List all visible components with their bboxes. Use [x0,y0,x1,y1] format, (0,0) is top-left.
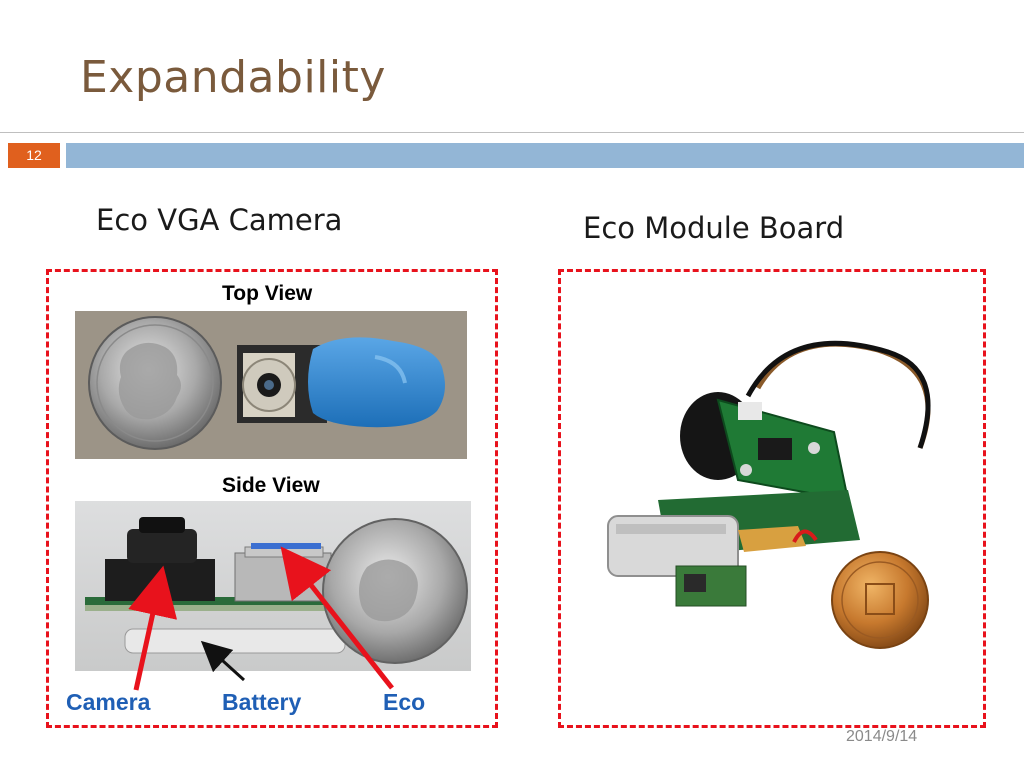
side-view-photo [75,501,471,671]
top-view-label: Top View [222,282,313,305]
eco-module-board-photo [598,330,944,650]
page-number-badge: 12 [8,143,60,168]
caption-eco-vga-camera: Eco VGA Camera [96,203,343,237]
camera-label: Camera [66,689,151,715]
top-view-photo [75,311,467,459]
slide-date: 2014/9/14 [846,728,918,745]
slide-title: Expandability [80,52,386,103]
right-dashed-frame [558,269,986,728]
battery-label: Battery [222,689,302,715]
side-view-label: Side View [222,474,320,497]
caption-eco-module-board: Eco Module Board [583,211,845,245]
left-dashed-frame [46,269,498,728]
header-bar [66,143,1024,168]
title-divider [0,132,1024,133]
eco-label: Eco [383,689,426,715]
